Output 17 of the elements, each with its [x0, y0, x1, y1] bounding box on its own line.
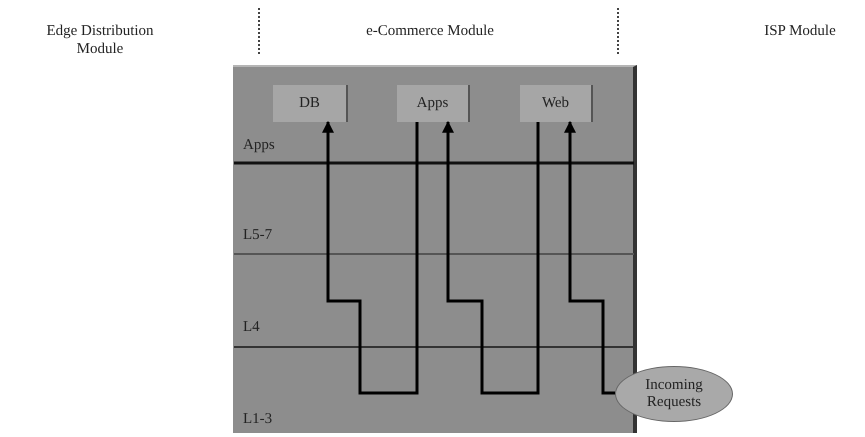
module-label: e-Commerce Module [365, 22, 495, 40]
arrow [442, 120, 540, 394]
layer-label: L1-3 [243, 410, 272, 428]
arrow [322, 120, 418, 394]
layer-label: Apps [243, 136, 275, 154]
node-label: Apps [416, 95, 448, 112]
server-box [273, 85, 348, 122]
node-label: DB [299, 95, 320, 112]
layer-label: L4 [243, 318, 260, 336]
arrow [564, 120, 615, 394]
module-label: ISP Module [763, 22, 837, 40]
server-box [397, 85, 470, 122]
server-box [520, 85, 593, 122]
node-label: Incoming Requests [644, 377, 704, 411]
node-label: Web [542, 95, 570, 112]
layer-label: L5-7 [243, 226, 272, 244]
module-label: Edge Distribution Module [45, 22, 155, 58]
